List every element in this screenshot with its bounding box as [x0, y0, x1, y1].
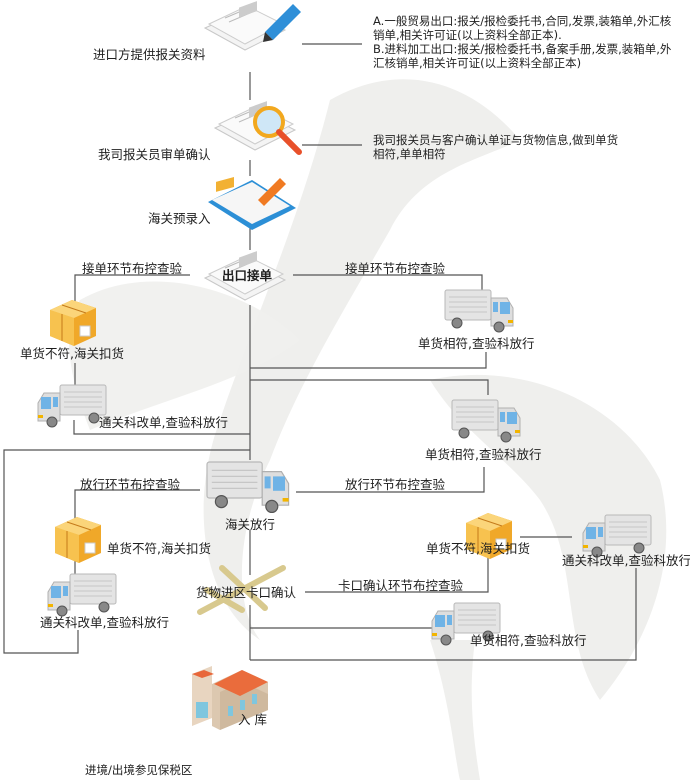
check-gate: 卡口确认环节布控查验 — [338, 578, 464, 593]
truck-icon — [48, 574, 116, 616]
check-receipt-left: 接单环节布控查验 — [82, 261, 183, 276]
outcome-fix-3: 通关科改单,查验科放行 — [562, 553, 690, 568]
note-docs-a: A.一般贸易出口:报关/报检委托书,合同,发票,装箱单,外汇核销单,相关许可证(… — [373, 14, 672, 42]
gate-crossing-icon — [197, 565, 286, 615]
footer-note: 进境/出境参见保税区 — [85, 763, 193, 777]
outcome-match-2: 单货相符,查验科放行 — [425, 447, 542, 462]
step-pre-entry: 海关预录入 — [148, 211, 211, 226]
step-gate-confirm: 货物进区卡口确认 — [196, 585, 297, 600]
note-docs-b: B.进料加工出口:报关/报检委托书,备案手册,发票,装箱单,外汇核销单,相关许可… — [373, 42, 672, 70]
check-release-right: 放行环节布控查验 — [345, 477, 446, 492]
docs-pencil-icon — [204, 0, 301, 51]
outcome-mismatch-3: 单货不符,海关扣货 — [426, 541, 530, 556]
step-customs-release: 海关放行 — [225, 517, 276, 532]
outcome-fix-2: 通关科改单,查验科放行 — [40, 615, 169, 630]
connector-lines — [3, 43, 637, 661]
step-review: 我司报关员审单确认 — [98, 147, 211, 162]
check-release-left: 放行环节布控查验 — [80, 477, 181, 492]
outcome-match-3: 单货相符,查验科放行 — [470, 633, 587, 648]
check-receipt-right: 接单环节布控查验 — [345, 261, 446, 276]
truck-icon — [444, 289, 514, 333]
step-provide-docs: 进口方提供报关资料 — [93, 47, 206, 62]
step-export-receipt: 出口接单 — [222, 268, 273, 283]
parcel-box-icon — [49, 299, 97, 347]
warehouse-building-icon — [192, 666, 268, 730]
step-warehouse: 入 库 — [238, 712, 267, 727]
parcel-box-icon — [54, 516, 102, 564]
outcome-fix-1: 通关科改单,查验科放行 — [99, 415, 228, 430]
magnifier-docs-icon — [214, 100, 302, 155]
outcome-mismatch-1: 单货不符,海关扣货 — [20, 346, 124, 361]
outcome-mismatch-2: 单货不符,海关扣货 — [107, 541, 211, 556]
note-review: 我司报关员与客户确认单证与货物信息,做到单货相符,单单相符 — [373, 133, 619, 161]
truck-icon — [38, 385, 106, 427]
clipboard-pencil-icon — [208, 177, 296, 230]
outcome-match-1: 单货相符,查验科放行 — [418, 336, 535, 351]
